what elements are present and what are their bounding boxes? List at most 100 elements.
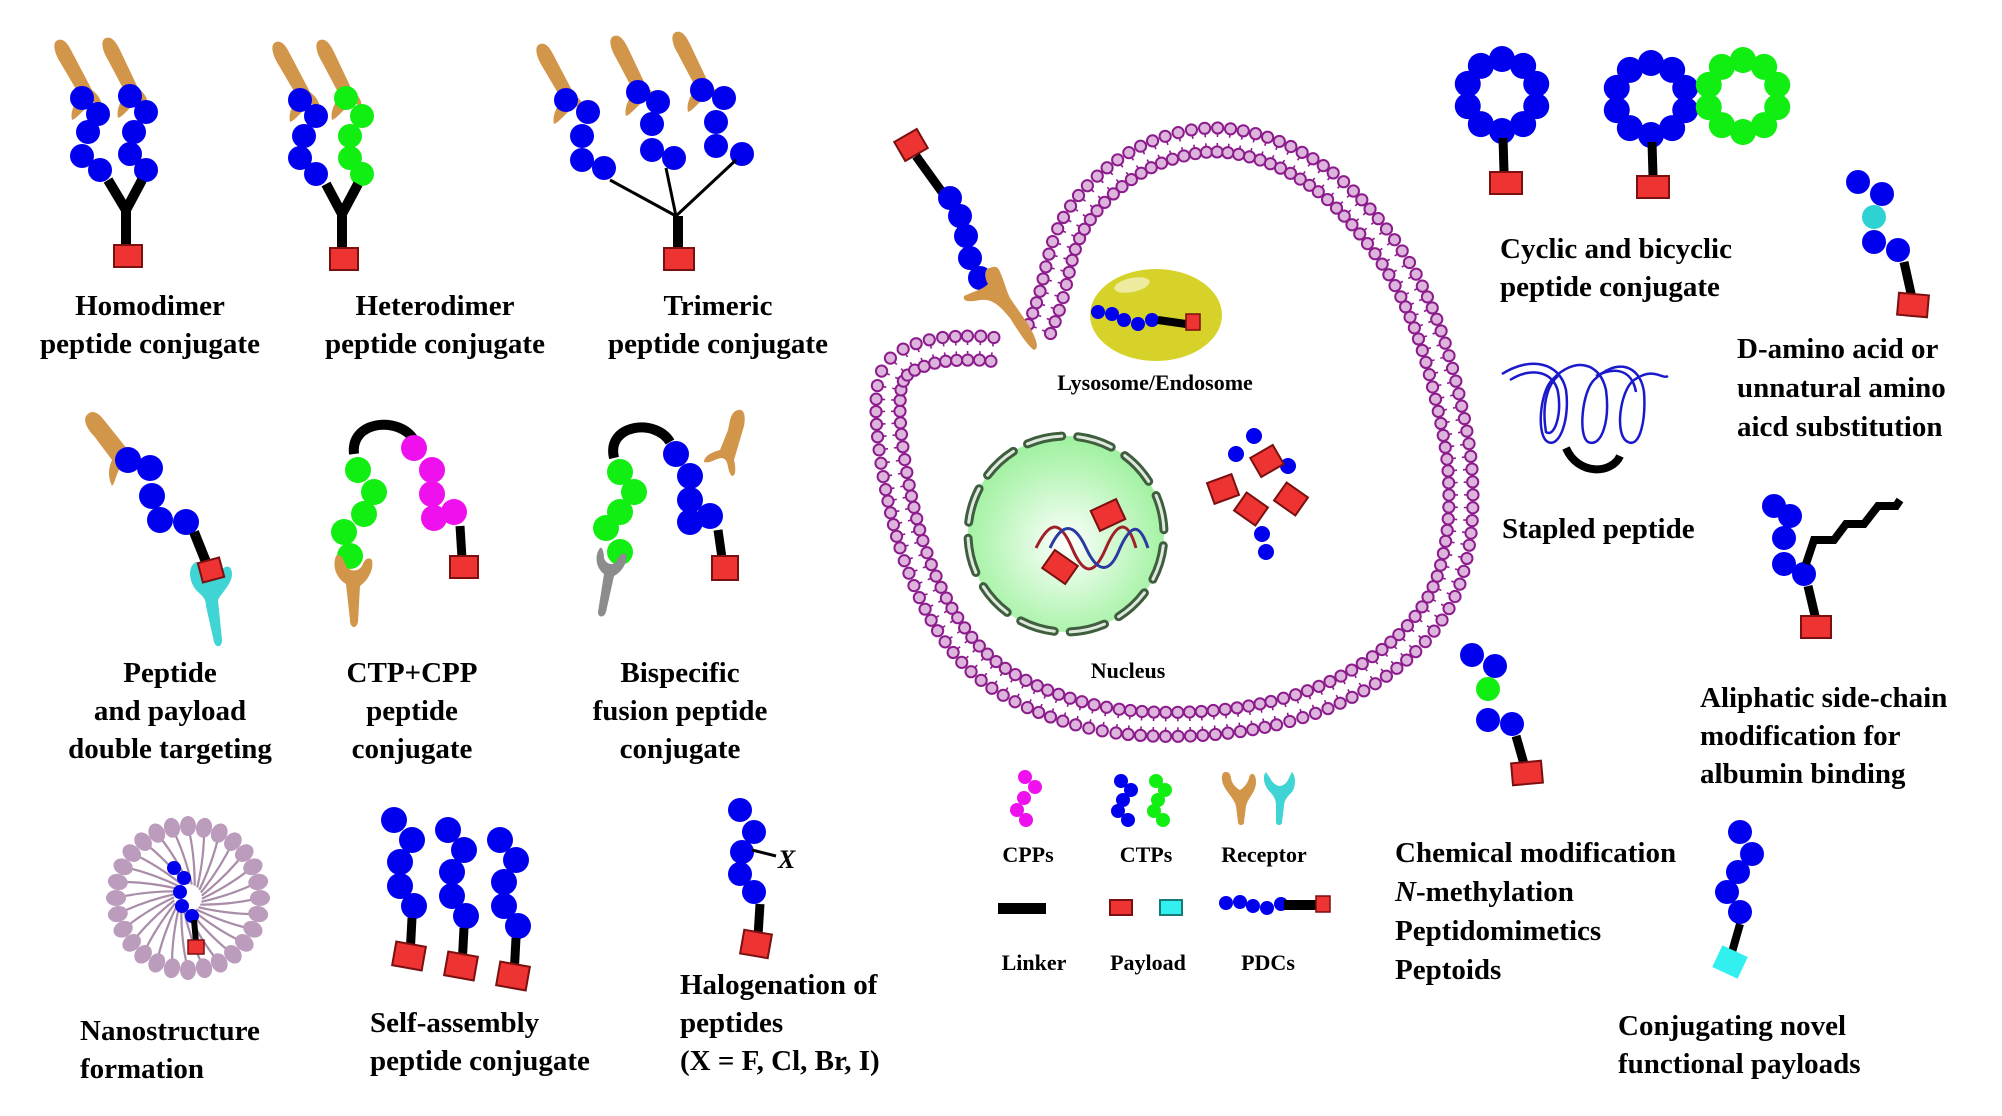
- lipid-head: [122, 844, 141, 862]
- n-italic-prefix: N: [1394, 876, 1417, 908]
- lipid-head: [1087, 698, 1101, 712]
- lipid-head: [243, 858, 263, 876]
- lipid-head: [881, 494, 895, 508]
- nuclear-pore-highlight: [966, 536, 978, 574]
- lipid-head: [1434, 416, 1448, 431]
- lipid-head: [1300, 684, 1315, 698]
- lipid-head: [917, 359, 931, 373]
- lipid-head: [1080, 179, 1094, 193]
- lipid-head: [1272, 134, 1286, 149]
- novel-payloads-panel: Conjugating novel functional payloads: [1618, 820, 1861, 1080]
- lipid-head: [1445, 361, 1460, 376]
- lipid-head: [984, 354, 998, 368]
- lipid-head: [1345, 218, 1359, 232]
- amino-acid-residue: [1638, 122, 1664, 148]
- receptor-icon: [963, 266, 1037, 350]
- lipid-head: [1311, 185, 1325, 199]
- lipid-head: [1171, 729, 1185, 743]
- lipid-head: [924, 613, 938, 627]
- lipid-head: [1403, 310, 1417, 324]
- lipid-head: [1334, 669, 1348, 683]
- legend: CPPs CTPs Receptor Linker Payload: [998, 770, 1331, 975]
- lipid-head: [1337, 209, 1351, 223]
- lipid-head: [1098, 195, 1112, 209]
- lipid-head: [1400, 619, 1415, 633]
- payload-icon: [1636, 175, 1670, 199]
- lipid-head: [1036, 272, 1050, 286]
- amino-acid-residue: [1764, 94, 1791, 121]
- lipid-head: [1158, 129, 1172, 143]
- lipid-head: [1434, 324, 1448, 338]
- lipid-head: [1165, 152, 1180, 166]
- lipid-head: [1059, 277, 1074, 292]
- cpp-peptide-chain: [401, 435, 467, 531]
- lipid-head: [886, 518, 901, 532]
- lipid-head: [1223, 122, 1238, 136]
- lipid-head: [1171, 705, 1185, 719]
- lipid-head: [1464, 449, 1478, 463]
- lipid-head: [964, 665, 978, 679]
- lipid-head: [1083, 213, 1097, 227]
- cyclic-panel: Cyclic and bicyclic peptide conjugate: [1454, 46, 1791, 303]
- payload-icon: [329, 247, 359, 271]
- lipid-head: [1419, 355, 1433, 370]
- lipid-head: [1465, 513, 1479, 528]
- lipid-head: [148, 823, 166, 843]
- legend-label: PDCs: [1241, 950, 1295, 975]
- legend-item-linker: Linker: [998, 903, 1067, 975]
- panel-label-line: Peptoids: [1395, 954, 1501, 986]
- lipid-head: [1276, 691, 1291, 705]
- linker: [608, 422, 675, 460]
- lipid-head: [1208, 727, 1222, 742]
- micelle-icon: [106, 816, 270, 980]
- lipid-head: [1442, 349, 1456, 363]
- lipid-head: [1379, 669, 1393, 683]
- lipid-head: [1273, 161, 1288, 175]
- lipid-head: [1090, 169, 1104, 183]
- lipid-head: [985, 681, 999, 695]
- lipid-head: [1430, 312, 1444, 326]
- cyclic-peptide-ring: [1454, 46, 1550, 144]
- lipid-head: [235, 844, 254, 862]
- lipid-head: [930, 624, 945, 638]
- lipid-head: [918, 602, 932, 616]
- receptor-icon-cyan: [1263, 772, 1295, 825]
- lipid-head: [1323, 674, 1337, 689]
- lipid-head: [1145, 134, 1160, 148]
- lipid-head: [1464, 526, 1478, 540]
- linker-icon: [998, 903, 1046, 914]
- panel-label-line: Self-assembly: [370, 1007, 540, 1039]
- ctp-peptide-chain: [70, 84, 158, 182]
- lipid-head: [180, 960, 196, 980]
- lipid-head: [1062, 265, 1076, 279]
- halogen-symbol: X: [777, 845, 796, 874]
- ctp-peptide-chain: [663, 441, 723, 535]
- lipid-head: [224, 832, 242, 851]
- linker: [1803, 584, 1821, 622]
- ctp-peptide-chain: [938, 186, 992, 290]
- lipid-head: [1133, 728, 1148, 742]
- lipid-head: [248, 873, 269, 891]
- ctp-peptide-chain: [728, 798, 766, 904]
- amino-acid-residue: [1659, 115, 1686, 142]
- lipid-head: [1020, 701, 1034, 715]
- lipid-head: [1460, 551, 1474, 566]
- panel-label-line: Peptide: [123, 657, 217, 689]
- trimeric-panel: Trimeric peptide conjugate: [536, 31, 828, 360]
- halogen-bond: [751, 848, 777, 858]
- lipid-head: [1462, 437, 1476, 451]
- lipid-head: [163, 817, 181, 838]
- lipid-head: [1242, 699, 1256, 713]
- lipid-head: [1158, 729, 1173, 743]
- lipid-head: [1466, 501, 1480, 515]
- lipid-head: [939, 591, 953, 605]
- lipid-head: [1112, 702, 1126, 716]
- lipid-head: [1375, 257, 1389, 271]
- amino-acid-residue: [1603, 97, 1630, 124]
- nuclear-pore-highlight: [1019, 619, 1056, 633]
- lipid-head: [874, 364, 889, 378]
- lipid-head: [879, 483, 893, 497]
- legend-label: CTPs: [1120, 842, 1173, 867]
- panel-label-line: modification for: [1700, 720, 1901, 752]
- halogenation-panel: X Halogenation of peptides (X = F, Cl, B…: [680, 798, 880, 1077]
